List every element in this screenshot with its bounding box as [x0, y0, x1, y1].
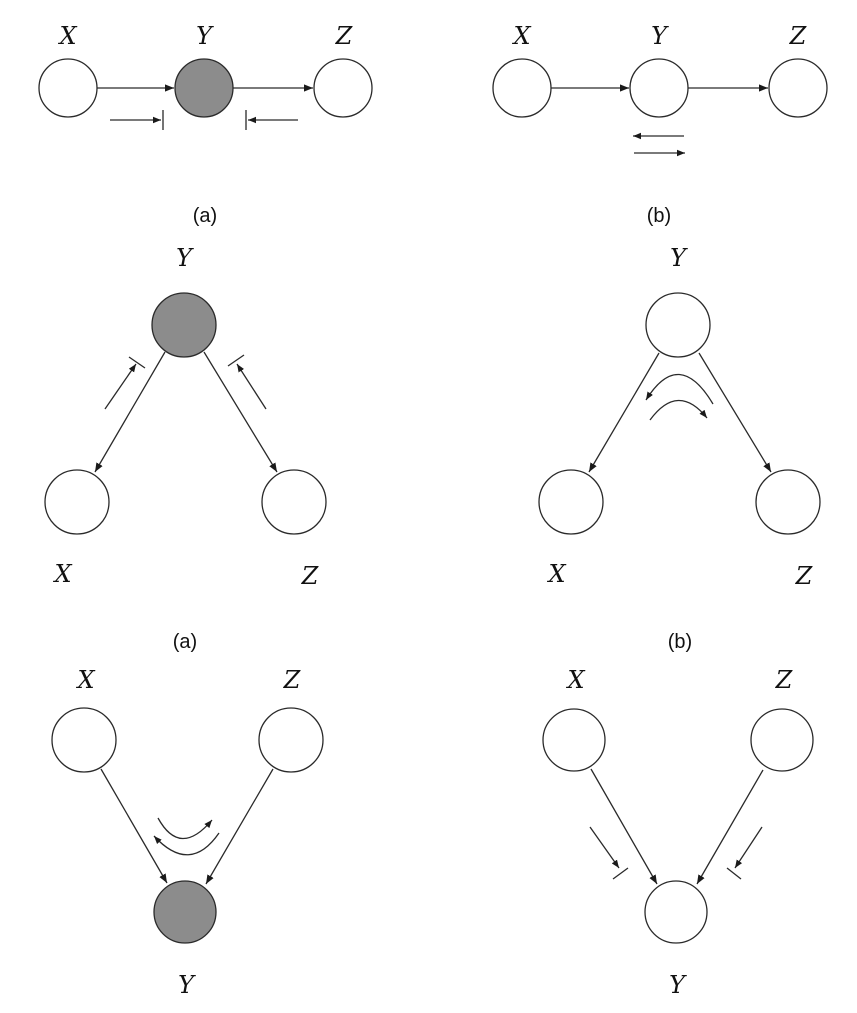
blocked-flow-right-icon	[245, 110, 298, 130]
panel-common-effect-observed: X Z Y	[51, 666, 324, 999]
node-z	[755, 469, 821, 535]
edge-y-to-z	[203, 351, 278, 473]
caption-b: (b)	[647, 205, 671, 227]
edge-y-to-x	[94, 351, 166, 473]
node-x	[44, 469, 110, 535]
node-label-z: Z	[789, 22, 808, 50]
node-label-x: X	[75, 666, 95, 694]
active-flow-bidirectional-icon	[633, 132, 685, 157]
node-label-y: Y	[651, 22, 669, 50]
blocked-flow-left-icon	[110, 110, 164, 130]
blocked-flow-left-icon	[589, 826, 629, 880]
node-y-observed	[153, 880, 217, 944]
node-label-y: Y	[196, 22, 214, 50]
node-x	[492, 58, 552, 118]
node-z	[768, 58, 828, 118]
edge-x-to-y	[590, 768, 658, 885]
node-z	[313, 58, 373, 118]
node-z	[261, 469, 327, 535]
active-flow-curved-icon	[645, 373, 714, 421]
node-x	[542, 708, 606, 772]
caption-a: (a)	[173, 631, 197, 653]
node-label-x: X	[511, 22, 531, 50]
caption-b: (b)	[668, 631, 692, 653]
node-x	[38, 58, 98, 118]
node-label-y: Y	[176, 244, 194, 272]
node-y	[645, 292, 711, 358]
panel-common-cause-unobserved: Y X Z (b)	[538, 244, 821, 653]
node-z	[258, 707, 324, 773]
node-label-y: Y	[669, 971, 687, 999]
caption-a: (a)	[193, 205, 217, 227]
edge-z-to-y	[205, 768, 274, 885]
node-label-y: Y	[178, 971, 196, 999]
blocked-flow-right-icon	[227, 354, 267, 410]
blocked-flow-right-icon	[726, 826, 763, 880]
node-y-observed	[174, 58, 234, 118]
node-y-observed	[151, 292, 217, 358]
node-label-x: X	[565, 666, 585, 694]
active-flow-curved-icon	[153, 817, 220, 856]
node-y	[629, 58, 689, 118]
edge-y-to-z	[698, 352, 772, 473]
node-label-z: Z	[775, 666, 794, 694]
node-z	[750, 708, 814, 772]
node-label-z: Z	[283, 666, 302, 694]
node-label-x: X	[57, 22, 77, 50]
panel-chain-unobserved: X Y Z (b)	[492, 22, 828, 227]
panel-common-cause-observed: Y X Z (a)	[44, 244, 327, 653]
node-y	[644, 880, 708, 944]
edge-z-to-y	[696, 769, 764, 885]
node-label-y: Y	[670, 244, 688, 272]
edge-x-to-y	[100, 768, 168, 884]
blocked-flow-left-icon	[104, 356, 146, 410]
node-label-z: Z	[301, 562, 320, 590]
node-label-x: X	[52, 560, 72, 588]
panel-common-effect-unobserved: X Z Y	[542, 666, 814, 999]
node-label-z: Z	[335, 22, 354, 50]
node-label-x: X	[546, 560, 566, 588]
panel-chain-observed: X Y Z (a)	[38, 22, 373, 227]
node-x	[538, 469, 604, 535]
node-x	[51, 707, 117, 773]
edge-y-to-x	[588, 352, 660, 473]
node-label-z: Z	[795, 562, 814, 590]
